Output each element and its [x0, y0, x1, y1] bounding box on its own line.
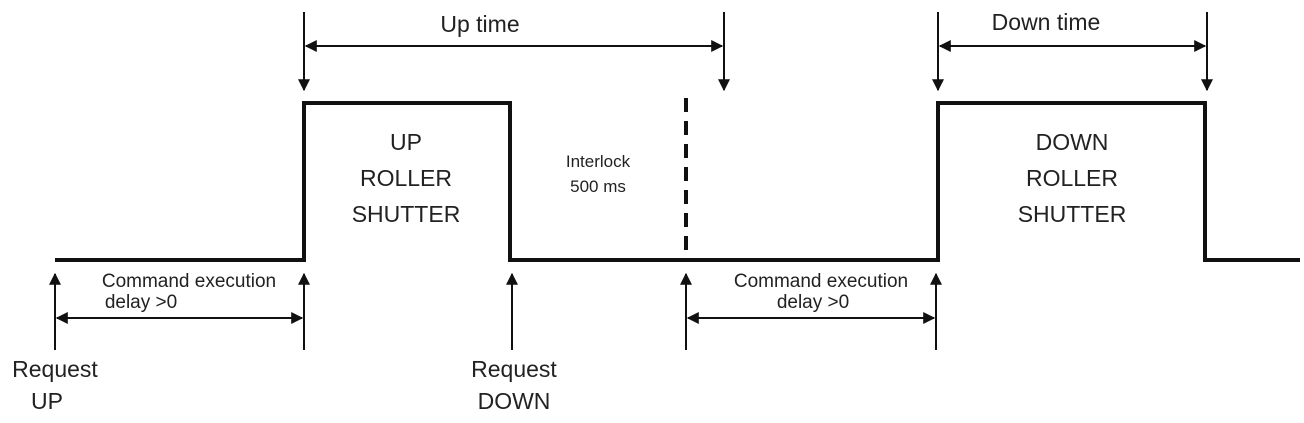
- interlock-label-line-1: Interlock: [566, 152, 631, 171]
- signal-waveform: [55, 101, 1300, 262]
- up-time-label: Up time: [440, 11, 519, 37]
- down-block-line-2: ROLLER: [1026, 165, 1118, 191]
- delay-left-label-line-1: Command execution: [102, 271, 276, 292]
- request-up-label-line-1: Request: [12, 356, 98, 382]
- up-block-line-2: ROLLER: [360, 165, 452, 191]
- interlock-label-line-2: 500 ms: [570, 177, 626, 196]
- up-block-line-1: UP: [390, 129, 422, 155]
- delay-right-label-line-2: delay >0: [777, 292, 849, 313]
- request-up-label-line-2: UP: [31, 388, 63, 414]
- down-block-line-3: SHUTTER: [1018, 201, 1127, 227]
- delay-right-label-line-1: Command execution: [734, 271, 908, 292]
- request-down-label-line-2: DOWN: [478, 388, 551, 414]
- down-block-line-1: DOWN: [1036, 129, 1109, 155]
- request-down-label-line-1: Request: [471, 356, 557, 382]
- delay-left-label-line-2: delay >0: [105, 292, 177, 313]
- down-time-label: Down time: [992, 9, 1101, 35]
- up-block-line-3: SHUTTER: [352, 201, 461, 227]
